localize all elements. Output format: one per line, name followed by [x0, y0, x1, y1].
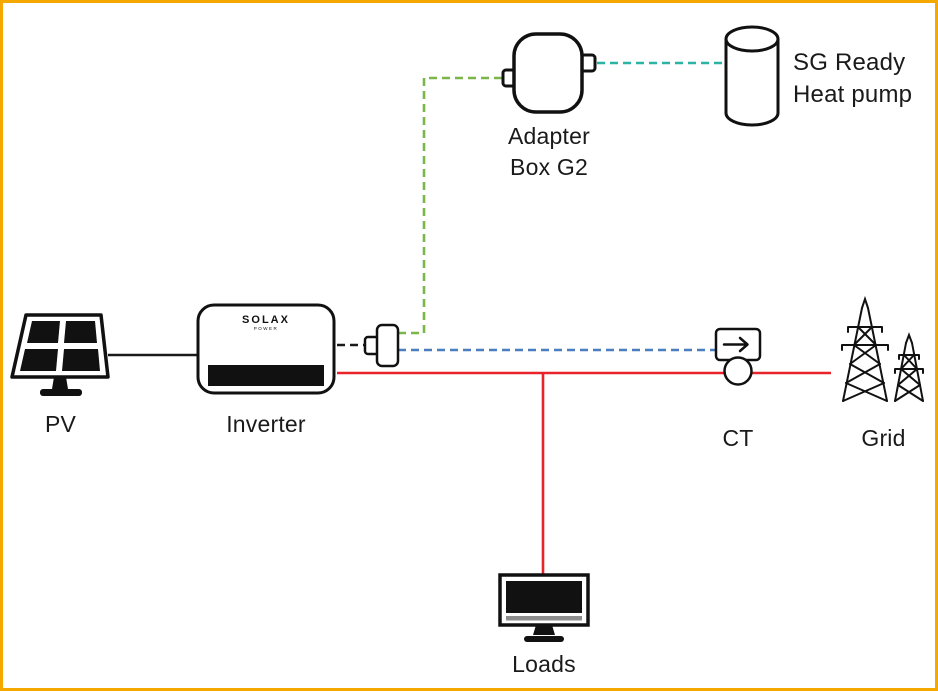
heat-pump-label: SG Ready Heat pump: [793, 49, 913, 109]
pv-base: [40, 389, 82, 396]
ct-arrow-icon: [722, 336, 749, 353]
splitter-connector-icon: [363, 323, 400, 368]
ct-node: [713, 326, 763, 388]
tower-small: [894, 332, 924, 402]
pv-label: PV: [44, 411, 77, 437]
heat-pump-node: [723, 25, 781, 127]
grid-label: Grid: [861, 425, 906, 451]
pv-stand: [52, 377, 68, 389]
monitor-screen: [506, 581, 582, 613]
monitor-base: [524, 636, 564, 642]
inverter-icon: SOLAX POWER: [196, 303, 336, 395]
pv-cells: [20, 321, 100, 371]
grid-node: [833, 295, 928, 407]
ct-label: CT: [722, 425, 754, 451]
adapter-box-node: [501, 31, 597, 119]
monitor-stand: [533, 625, 555, 635]
cylinder-body: [724, 39, 780, 127]
cylinder-top: [724, 25, 780, 53]
ct-clamp: [723, 356, 753, 386]
inverter-front-bar: [208, 365, 324, 386]
adapter-box-icon: [501, 32, 597, 114]
wire-connector-adapterbox: [398, 76, 503, 335]
pv-node: [8, 309, 113, 404]
inverter-node: SOLAX POWER: [196, 303, 336, 395]
monitor-taskbar: [506, 616, 582, 621]
loads-label: Loads: [512, 651, 576, 677]
adapter-box-label: Adapter Box G2: [508, 123, 590, 181]
tower-large: [841, 295, 889, 402]
pv-icon: [10, 313, 110, 396]
inverter-label: Inverter: [226, 411, 306, 437]
connector-body: [375, 323, 400, 368]
loads-node: [498, 573, 590, 645]
ct-icon: [714, 327, 762, 386]
splitter-connector-node: [363, 323, 403, 368]
adapter-body: [512, 32, 584, 114]
inverter-brand: SOLAX: [242, 314, 290, 326]
heat-pump-icon: [724, 25, 780, 127]
grid-icon: [841, 295, 924, 402]
inverter-brand-sub: POWER: [254, 326, 279, 331]
loads-icon: [498, 573, 590, 642]
